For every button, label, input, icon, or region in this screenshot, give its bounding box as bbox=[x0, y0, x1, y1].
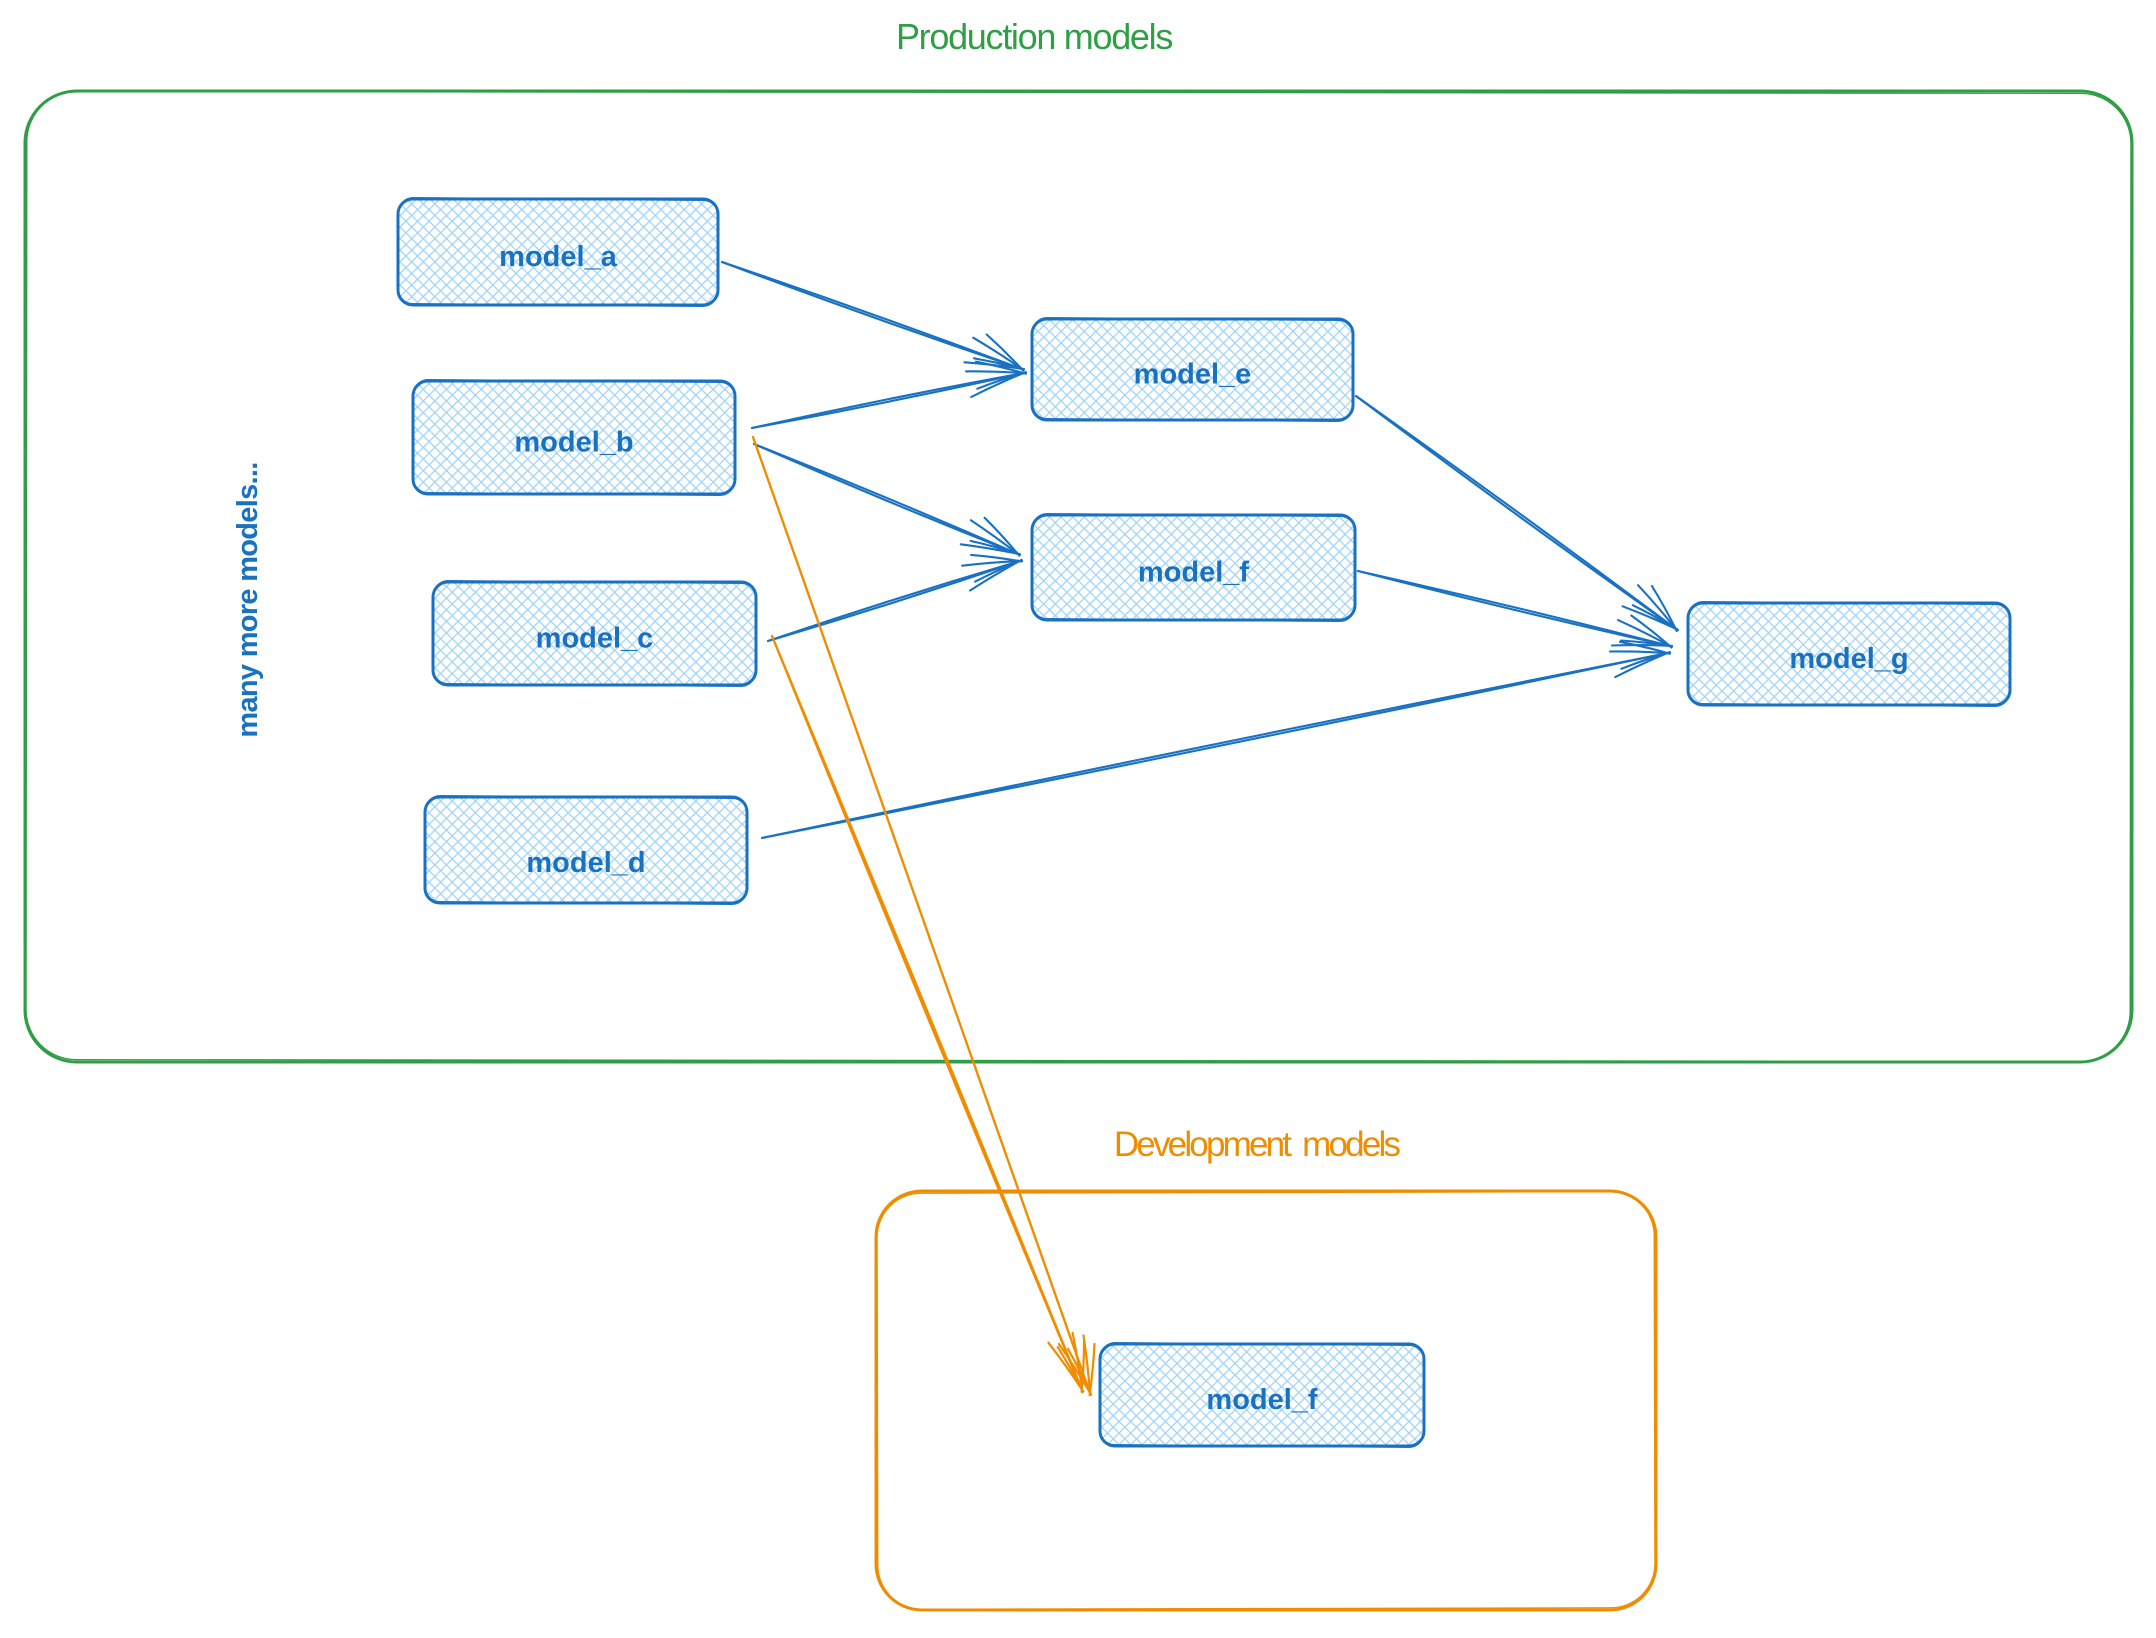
svg-text:model_c: model_c bbox=[536, 623, 654, 655]
svg-text:model_e: model_e bbox=[1134, 359, 1252, 391]
svg-text:model_d: model_d bbox=[526, 847, 645, 879]
svg-text:Production models: Production models bbox=[896, 16, 1172, 57]
svg-text:model_a: model_a bbox=[499, 241, 618, 273]
svg-text:Development models: Development models bbox=[1114, 1125, 1401, 1164]
svg-text:model_f: model_f bbox=[1138, 557, 1250, 589]
svg-text:model_b: model_b bbox=[514, 427, 633, 459]
svg-text:model_g: model_g bbox=[1789, 643, 1908, 675]
svg-text:many more models...: many more models... bbox=[232, 462, 264, 737]
svg-text:model_f: model_f bbox=[1206, 1384, 1318, 1416]
